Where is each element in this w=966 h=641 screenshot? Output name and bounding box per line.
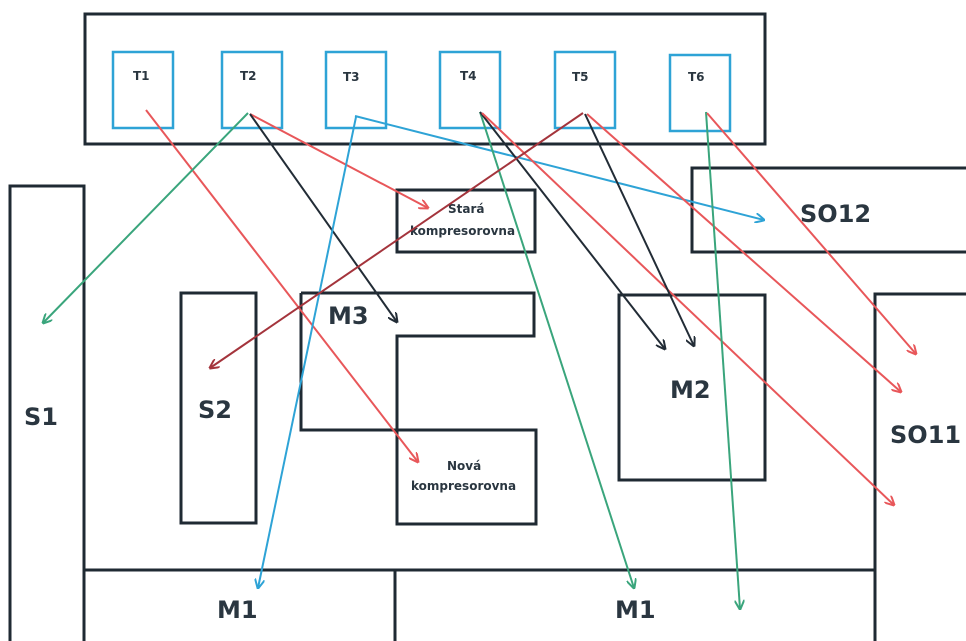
area-s2 xyxy=(179,291,258,525)
arrow-t2-stara xyxy=(249,113,428,208)
arrow-t1-nova xyxy=(145,109,418,462)
transformer-t4-box xyxy=(438,50,502,130)
stara-kompresorovna-label-1: Stará xyxy=(448,202,485,216)
area-m3 xyxy=(299,291,536,432)
arrow-t5-s2 xyxy=(210,112,584,368)
transformer-t2-label: T2 xyxy=(240,69,257,83)
area-m1-left-label: M1 xyxy=(217,596,258,624)
nova-kompresorovna-label-2: kompresorovna xyxy=(411,479,516,493)
area-so11 xyxy=(873,292,966,641)
area-stara-kompresorovna xyxy=(395,188,537,254)
transformer-t4-label: T4 xyxy=(460,69,477,83)
arrow-t4-so11 xyxy=(481,112,894,505)
arrow-t2-s1 xyxy=(43,112,249,323)
area-so12-label: SO12 xyxy=(800,200,871,228)
area-s2-label: S2 xyxy=(198,396,232,424)
arrow-t4-m1 xyxy=(479,111,634,588)
arrow-t3-so12 xyxy=(354,115,764,220)
transformer-t3-box xyxy=(324,50,388,130)
transformer-t2-box xyxy=(220,50,284,130)
connection-arrows xyxy=(43,109,916,609)
area-so11-label: SO11 xyxy=(890,421,961,449)
site-outline xyxy=(82,186,875,572)
arrow-t6-so11 xyxy=(706,112,916,354)
transformer-t1-box xyxy=(111,50,175,130)
transformer-station xyxy=(83,12,767,146)
area-nova-kompresorovna xyxy=(395,428,538,526)
transformer-t3-label: T3 xyxy=(343,70,360,84)
area-s1-label: S1 xyxy=(24,403,58,431)
area-m2-label: M2 xyxy=(670,376,711,404)
area-m1-right-label: M1 xyxy=(615,596,656,624)
area-so12 xyxy=(690,166,966,254)
nova-kompresorovna-label-1: Nová xyxy=(447,459,481,473)
transformer-t6-box xyxy=(668,53,732,133)
area-m3-label: M3 xyxy=(328,302,369,330)
arrow-t4-m2 xyxy=(479,111,665,349)
arrow-t6-m1 xyxy=(705,111,740,609)
area-m2 xyxy=(617,293,767,482)
arrow-t5-so11 xyxy=(586,113,901,392)
stara-kompresorovna-label-2: kompresorovna xyxy=(410,224,515,238)
arrow-t3-m1 xyxy=(258,116,357,588)
transformer-t5-label: T5 xyxy=(572,70,589,84)
transformer-t6-label: T6 xyxy=(688,70,705,84)
transformer-t1-label: T1 xyxy=(133,69,150,83)
arrow-t2-m3 xyxy=(249,113,397,322)
arrow-t5-m2 xyxy=(584,113,694,346)
transformer-t5-box xyxy=(553,50,617,130)
